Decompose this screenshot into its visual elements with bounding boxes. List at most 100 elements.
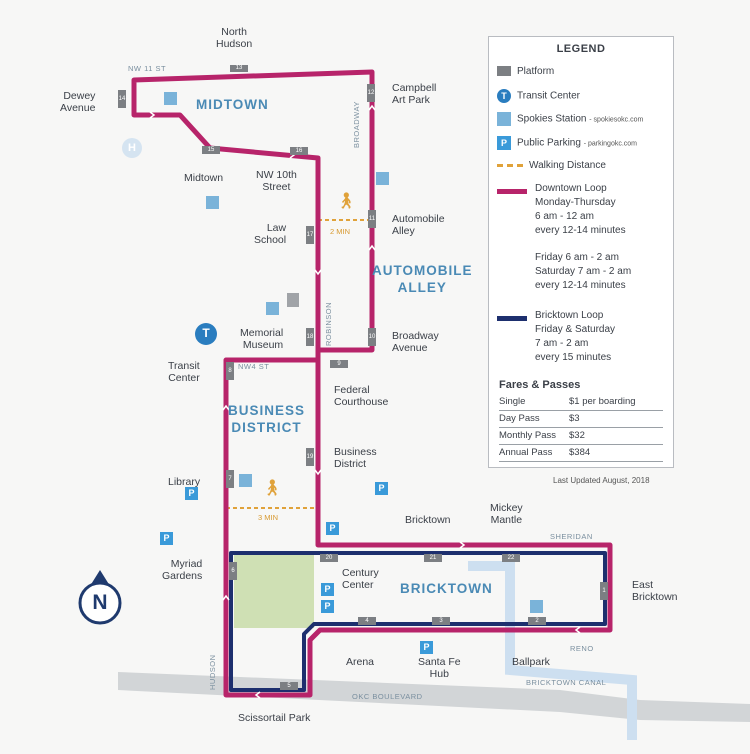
stop-midtown[interactable]: Midtown [184, 172, 224, 184]
platform-1: 1 [600, 582, 608, 600]
stop-ballpark[interactable]: Ballpark [512, 656, 550, 668]
stop-campbell-art-park[interactable]: Campbell Art Park [392, 82, 437, 106]
area-midtown: MIDTOWN [196, 97, 269, 112]
legend-spokies: Spokies Station - spokiesokc.com [497, 112, 643, 127]
legend-parking-label: Public Parking [517, 137, 581, 149]
stop-century-center[interactable]: Century Center [342, 567, 379, 591]
platform-2: 2 [528, 617, 546, 625]
stop-north-hudson[interactable]: North Hudson [216, 26, 253, 50]
stop-library[interactable]: Library [168, 476, 201, 488]
fare-row: Single$1 per boarding [499, 394, 663, 411]
fares-table: Single$1 per boarding Day Pass$3 Monthly… [499, 394, 663, 462]
platform-19: 19 [306, 448, 314, 466]
street-bricktown-canal: BRICKTOWN CANAL [526, 678, 607, 687]
stop-automobile-alley[interactable]: Automobile Alley [392, 213, 445, 237]
street-nw4: NW4 ST [238, 362, 270, 371]
legend-dl-line6: every 12-14 minutes [535, 280, 626, 291]
legend-platform-label: Platform [517, 66, 555, 77]
platform-21: 21 [424, 554, 442, 562]
parking-icon: P [321, 583, 334, 596]
walk-time-2min: 2 MIN [330, 227, 351, 236]
stop-east-bricktown[interactable]: East Bricktown [632, 579, 678, 603]
walking-person-icon: 🚶︎ [336, 193, 357, 210]
legend-transit-label: Transit Center [517, 90, 580, 102]
hospital-letter: H [128, 142, 136, 154]
stop-law-school[interactable]: Law School [254, 222, 287, 246]
legend-bl-line1: Friday & Saturday [535, 324, 616, 335]
platform-4: 4 [358, 617, 376, 625]
parking-icon: P [160, 532, 173, 545]
street-broadway: BROADWAY [352, 101, 361, 148]
area-bricktown: BRICKTOWN [400, 581, 493, 596]
platform-swatch [497, 66, 511, 77]
north-letter: N [92, 591, 108, 614]
stop-arena[interactable]: Arena [346, 656, 375, 668]
stop-nw-10th-street[interactable]: NW 10th Street [256, 169, 297, 193]
legend-parking-url: - parkingokc.com [583, 140, 637, 148]
legend-dl-line1: Monday-Thursday [535, 197, 616, 208]
legend-walking: Walking Distance [497, 159, 606, 172]
north-arrow-icon [78, 570, 122, 625]
fare-price: $384 [569, 444, 663, 462]
walking-person-icon: 🚶︎ [262, 480, 283, 497]
platform-15: 15 [202, 146, 220, 154]
fare-price: $3 [569, 410, 663, 428]
spokies-station-icon [239, 474, 252, 487]
parking-icon: P [321, 600, 334, 613]
stop-federal-courthouse[interactable]: Federal Courthouse [334, 384, 389, 408]
legend-title: LEGEND [556, 43, 606, 55]
stop-myriad-gardens[interactable]: Myriad Gardens [162, 558, 203, 582]
platform-6: 6 [229, 562, 237, 580]
stop-bricktown[interactable]: Bricktown [405, 514, 451, 526]
stop-memorial-museum[interactable]: Memorial Museum [240, 327, 284, 351]
fare-name: Monthly Pass [499, 427, 569, 445]
platform-13: 13 [230, 65, 248, 72]
platform-22: 22 [502, 554, 520, 562]
platform-18: 18 [306, 328, 314, 346]
stop-santa-fe-hub[interactable]: Santa Fe Hub [418, 656, 461, 680]
platform-3: 3 [432, 617, 450, 625]
scissortail-park-green [234, 552, 314, 628]
stop-scissortail-park[interactable]: Scissortail Park [238, 712, 311, 724]
platform-5: 5 [280, 682, 298, 690]
legend-walking-label: Walking Distance [529, 160, 606, 171]
legend-dl-line4: Friday 6 am - 2 am [535, 252, 619, 263]
walking-swatch [497, 163, 523, 167]
spokies-station-icon [164, 92, 177, 105]
spokies-station-icon [266, 302, 279, 315]
fare-row: Day Pass$3 [499, 410, 663, 428]
fare-price: $1 per boarding [569, 394, 663, 411]
legend-spokies-label: Spokies Station [517, 113, 587, 125]
fare-row: Monthly Pass$32 [499, 427, 663, 445]
platform-16: 16 [290, 147, 308, 155]
legend-dl-line3: every 12-14 minutes [535, 225, 626, 236]
walk-time-3min: 3 MIN [258, 513, 279, 522]
platform-20: 20 [320, 554, 338, 562]
platform-7: 7 [226, 470, 234, 488]
street-hudson: HUDSON [208, 654, 217, 690]
street-reno: RENO [570, 644, 594, 653]
fare-price: $32 [569, 427, 663, 445]
last-updated: Last Updated August, 2018 [553, 476, 650, 485]
transit-center-letter: T [202, 326, 210, 340]
bricktown-canal [468, 561, 637, 740]
stop-broadway-avenue[interactable]: Broadway Avenue [392, 330, 439, 354]
fare-name: Single [499, 394, 569, 411]
stop-dewey-avenue[interactable]: Dewey Avenue [60, 90, 96, 114]
parking-icon: P [375, 482, 388, 495]
legend-dl-line2: 6 am - 12 am [535, 211, 594, 222]
platform-14: 14 [118, 90, 126, 108]
fare-name: Annual Pass [499, 444, 569, 462]
spokies-station-icon [206, 196, 219, 209]
parking-icon: P [185, 487, 198, 500]
legend-bl-line3: every 15 minutes [535, 352, 612, 363]
street-sheridan: SHERIDAN [550, 532, 593, 541]
stop-business-district[interactable]: Business District [334, 446, 377, 470]
area-automobile-alley: AUTOMOBILE ALLEY [372, 263, 473, 295]
stop-transit-center[interactable]: Transit Center [168, 360, 200, 384]
stop-mickey-mantle[interactable]: Mickey Mantle [490, 502, 523, 526]
street-nw-11: NW 11 ST [128, 64, 167, 73]
